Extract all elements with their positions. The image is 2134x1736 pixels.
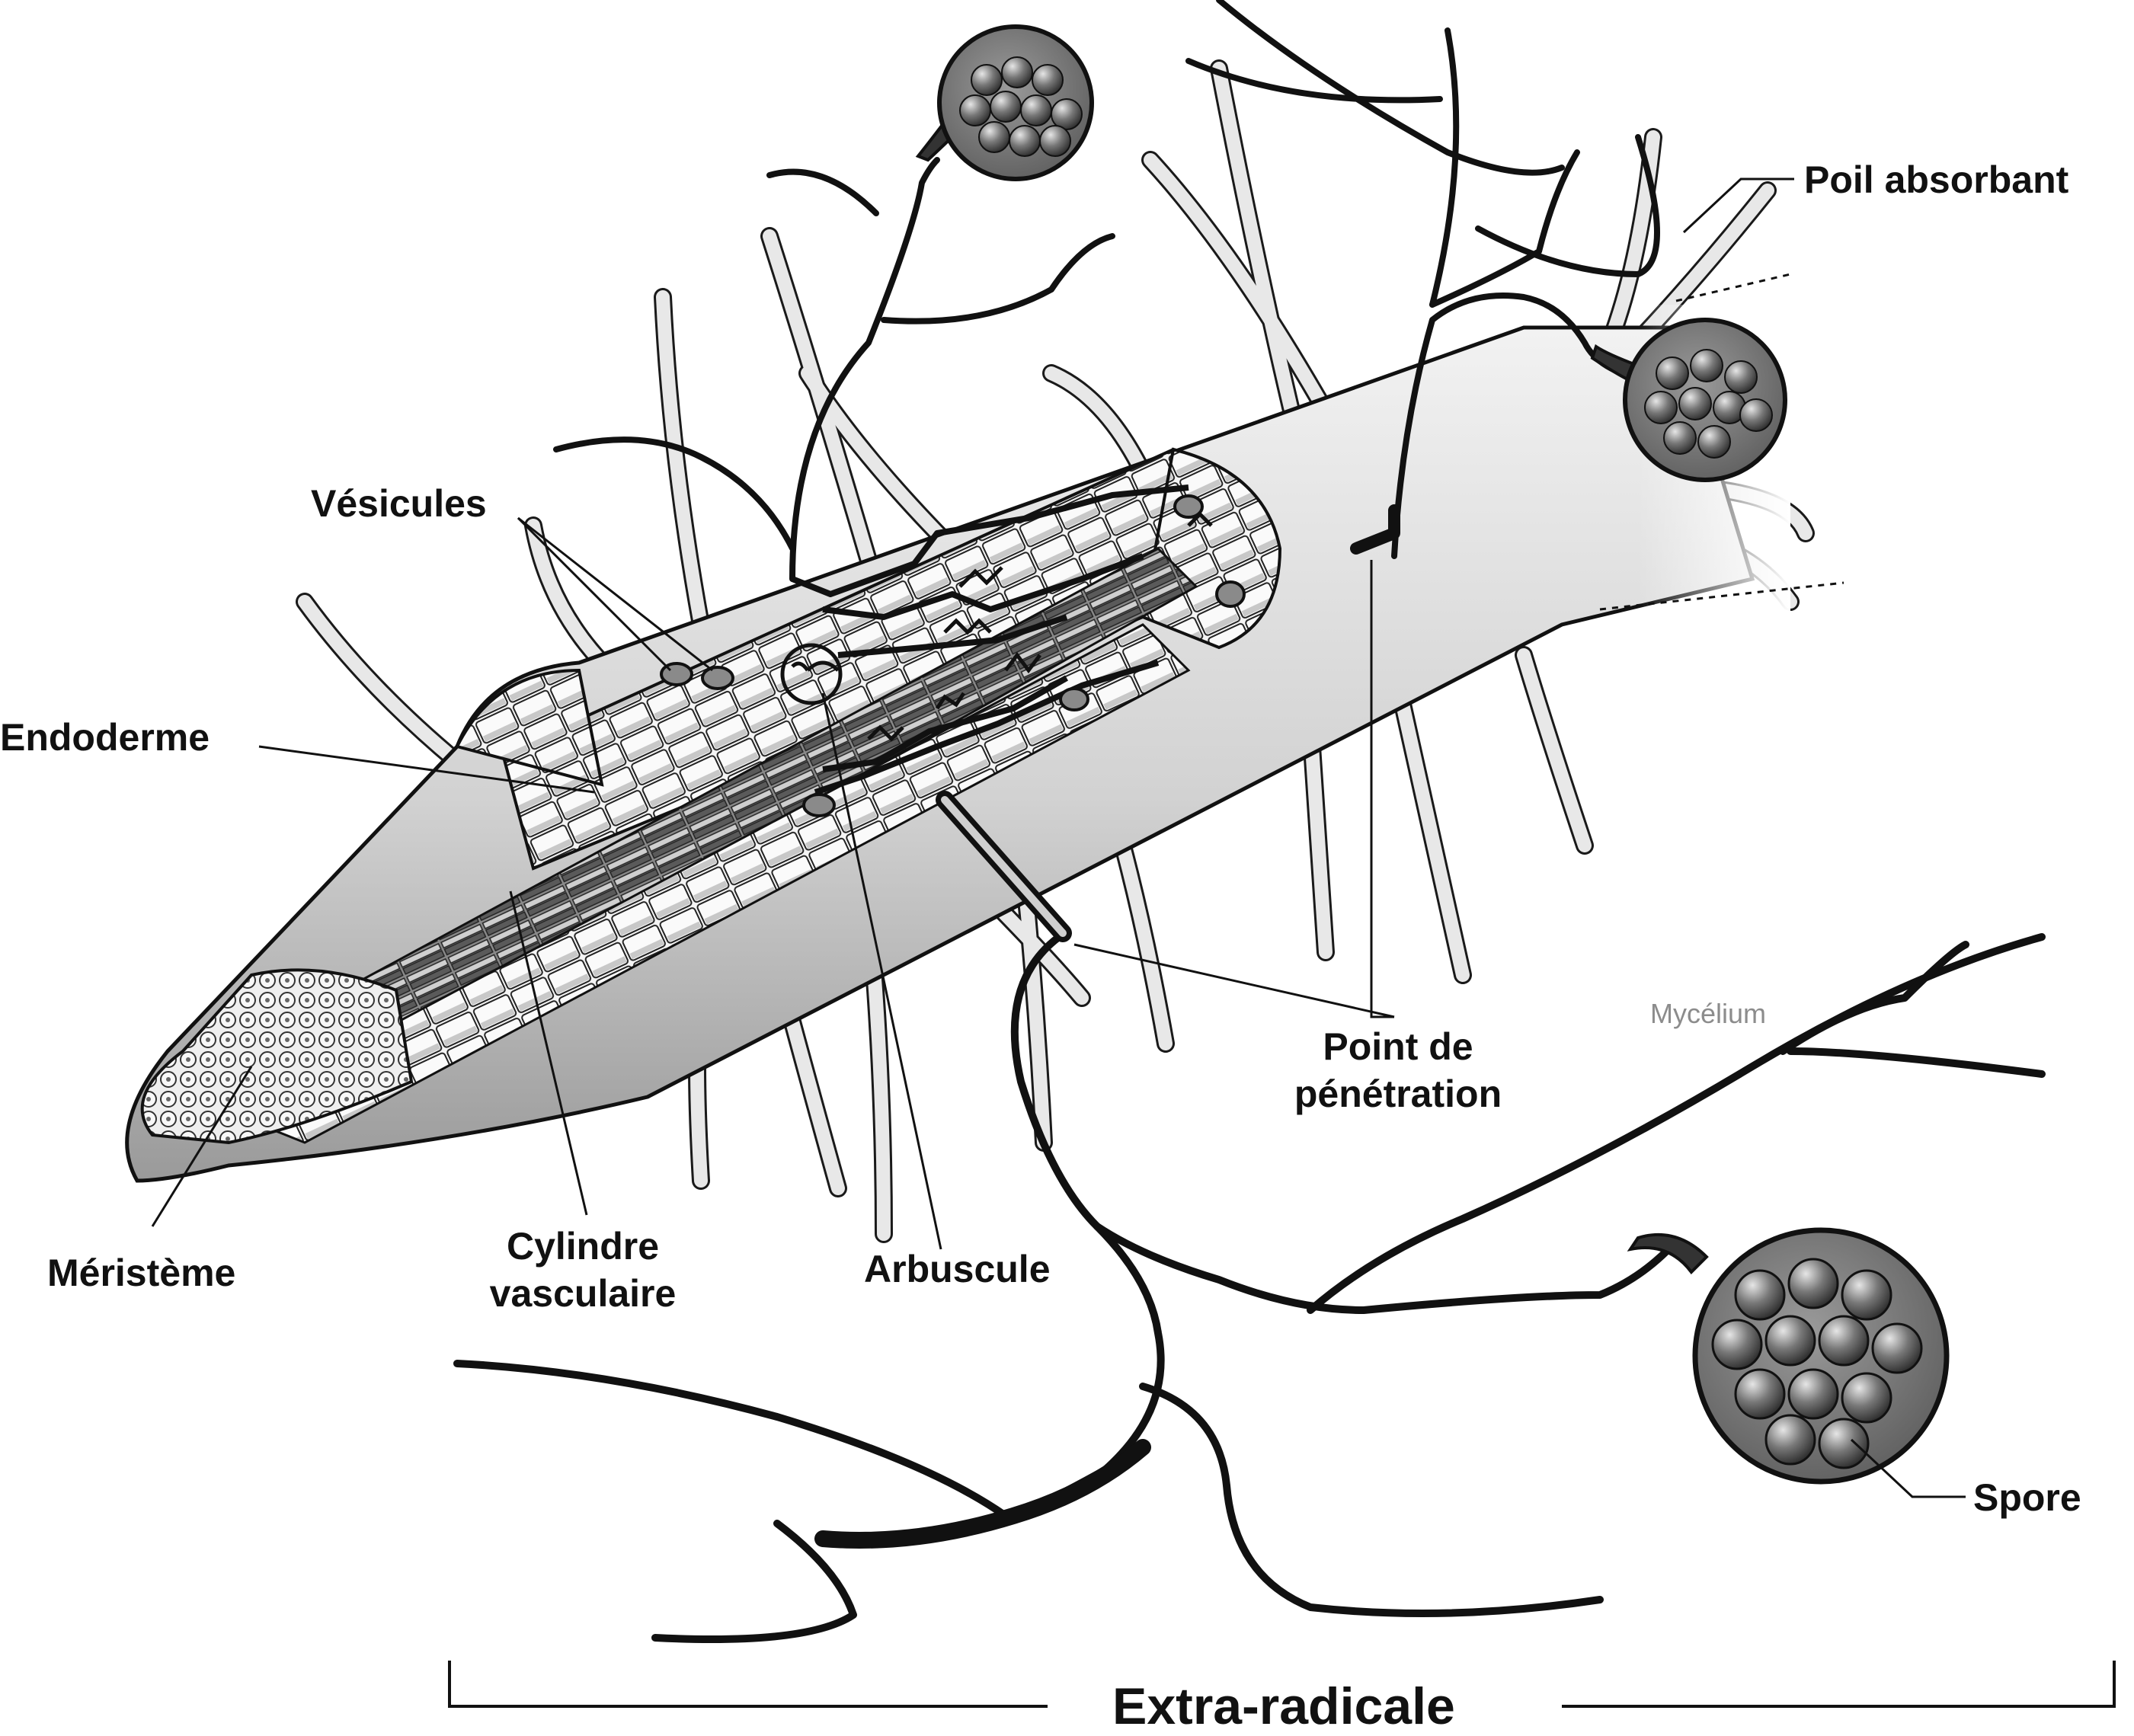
- label-arbuscule: Arbuscule: [864, 1248, 1051, 1290]
- spore-right: [1590, 318, 1787, 482]
- internal-hyphae: [791, 484, 1189, 795]
- spore-bottom: [1627, 1227, 1950, 1485]
- arbuscules: [791, 511, 1213, 742]
- label-point-line1: Point de: [1323, 1025, 1473, 1068]
- leader-poil-absorbant: [1682, 177, 1794, 234]
- leader-vesicules-2: [517, 516, 713, 672]
- extra-radicale-bracket: [448, 1661, 2116, 1708]
- leader-endoderme: [258, 745, 595, 794]
- leader-spore: [1850, 1438, 1966, 1498]
- spore-top: [915, 24, 1094, 181]
- label-cylindre-line1: Cylindre: [506, 1225, 660, 1268]
- label-vesicules: Vésicules: [311, 482, 487, 525]
- arbuscule-highlight: [780, 643, 843, 705]
- label-cylindre-vasculaire: Cylindre vasculaire: [457, 1223, 709, 1317]
- label-meristeme: Méristème: [47, 1252, 236, 1294]
- leader-meristeme: [151, 1066, 253, 1227]
- leader-lines: [151, 177, 1966, 1498]
- label-poil-absorbant: Poil absorbant: [1804, 158, 2069, 201]
- label-point-de-penetration: Point de pénétration: [1272, 1023, 1524, 1117]
- label-endoderme: Endoderme: [0, 716, 210, 759]
- external-hyphae: [453, 0, 2046, 1643]
- vesicles: [660, 494, 1246, 817]
- label-cylindre-line2: vasculaire: [489, 1272, 677, 1315]
- leader-vesicules-1: [517, 516, 672, 672]
- leader-point-2: [1073, 943, 1395, 1018]
- leader-arbuscule: [821, 692, 942, 1250]
- label-mycelium: Mycélium: [1650, 998, 1767, 1029]
- leader-cylindre: [509, 890, 588, 1216]
- root-body: [125, 273, 1844, 1183]
- label-spore: Spore: [1973, 1476, 2081, 1519]
- leader-point-1: [1370, 560, 1394, 1018]
- label-point-line2: pénétration: [1294, 1073, 1502, 1115]
- label-extra-radicale: Extra-radicale: [1112, 1677, 1455, 1735]
